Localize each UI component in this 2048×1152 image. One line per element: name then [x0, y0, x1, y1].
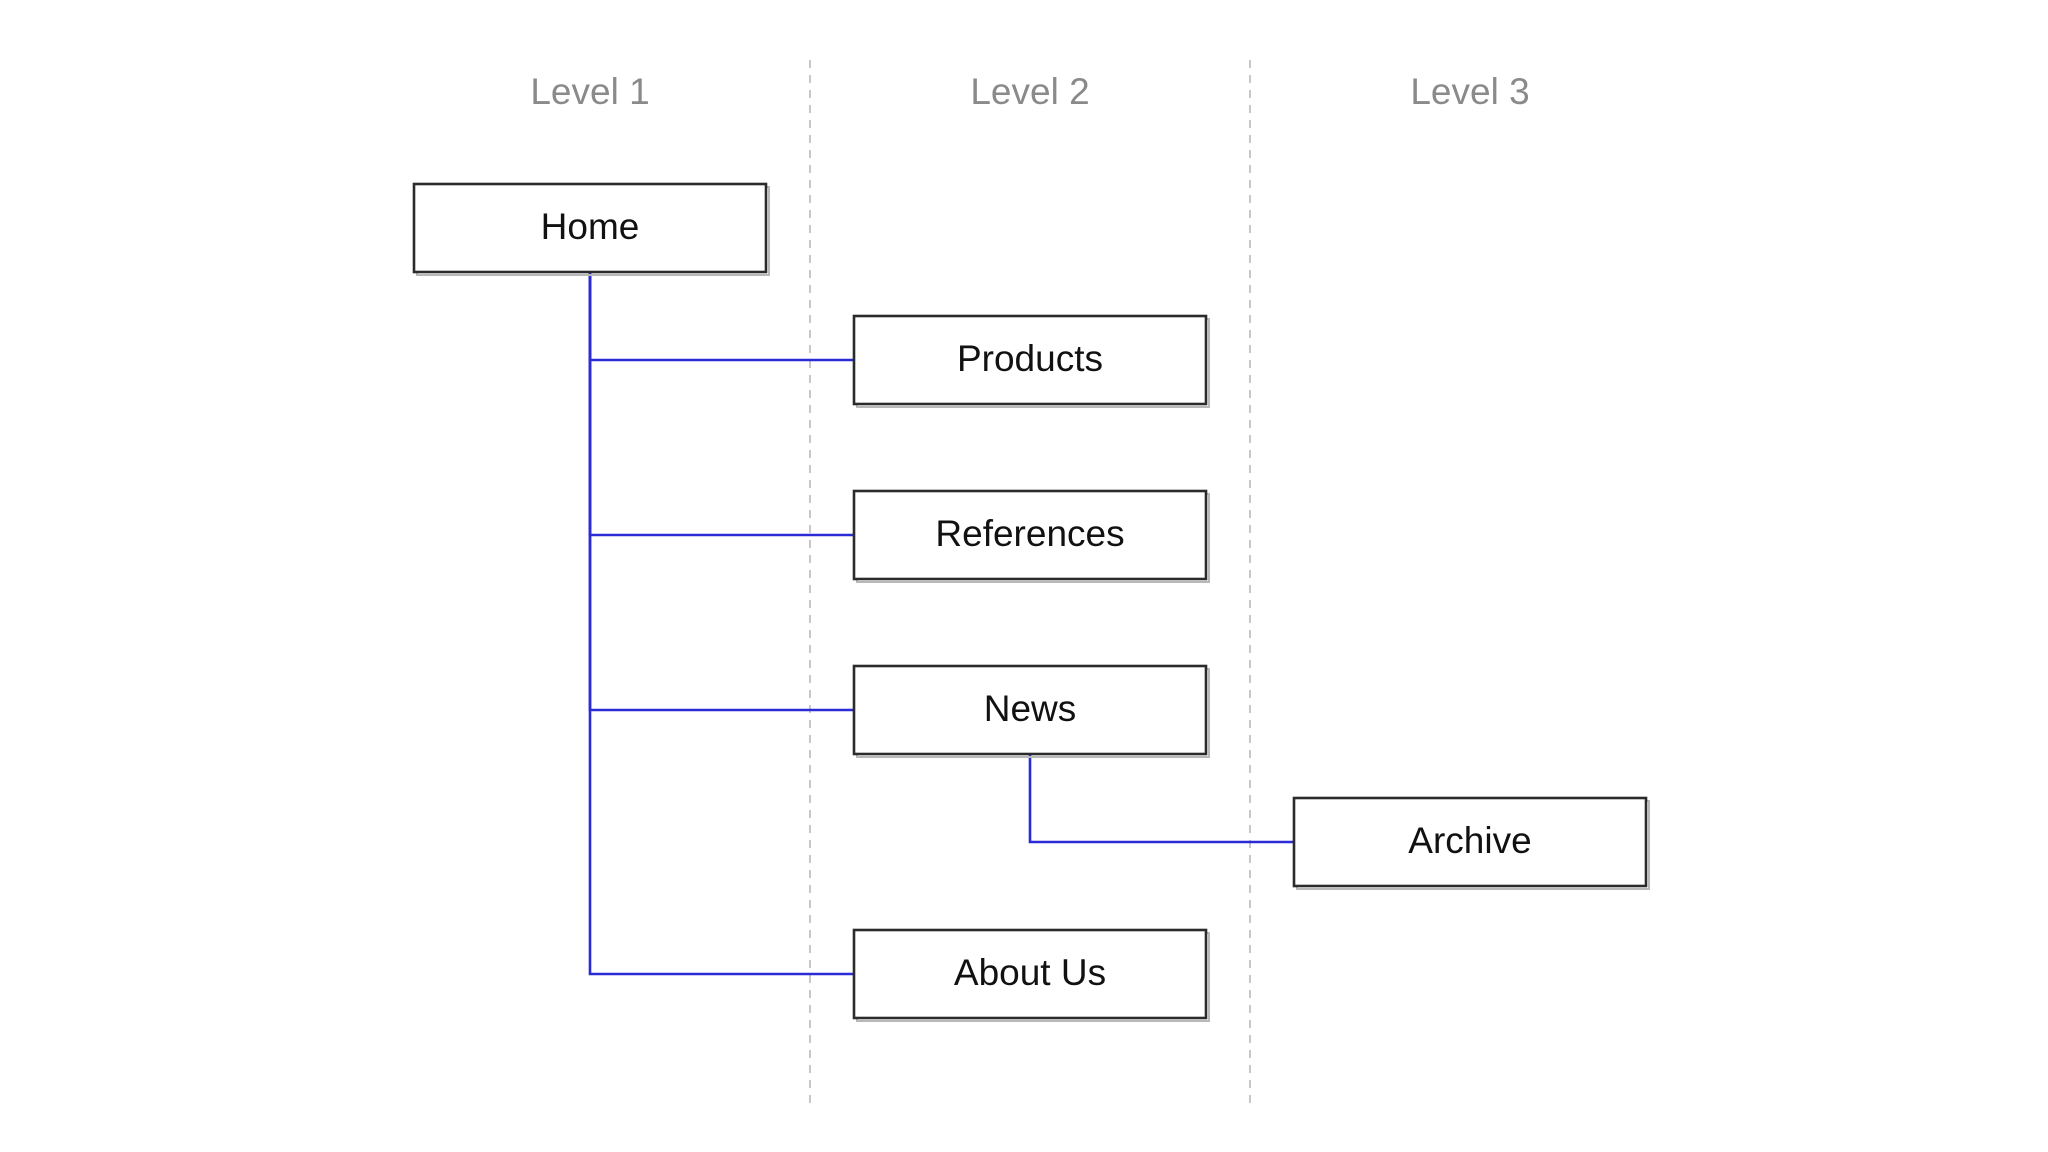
node-home-box [412, 182, 768, 274]
node-references-label: References [935, 513, 1124, 554]
node-home: Home [412, 182, 770, 276]
node-about-us-box [852, 928, 1208, 1020]
connector-lines [588, 272, 1294, 976]
node-references: References [852, 489, 1210, 583]
column-dividers [809, 60, 1251, 1105]
node-news-box [852, 664, 1208, 756]
node-home-label: Home [541, 206, 640, 247]
connector-home-to-about-us [588, 272, 854, 976]
node-archive-label: Archive [1408, 820, 1531, 861]
node-archive: Archive [1292, 796, 1650, 890]
level-1-label: Level 1 [530, 71, 649, 112]
node-references-box [852, 489, 1208, 581]
level-2-label: Level 2 [970, 71, 1089, 112]
node-products-box [852, 314, 1208, 406]
node-news-label: News [984, 688, 1077, 729]
node-products-label: Products [957, 338, 1103, 379]
connector-home-to-references [588, 272, 854, 537]
node-archive-box [1292, 796, 1648, 888]
connector-news-to-archive [1028, 754, 1294, 844]
level-labels: Level 1 Level 2 Level 3 [530, 71, 1529, 112]
node-about-us-label: About Us [954, 952, 1106, 993]
node-news: News [852, 664, 1210, 758]
node-about-us: About Us [852, 928, 1210, 1022]
connector-home-to-products [588, 272, 854, 362]
level-3-label: Level 3 [1410, 71, 1529, 112]
connector-home-to-news [588, 272, 854, 712]
node-products: Products [852, 314, 1210, 408]
